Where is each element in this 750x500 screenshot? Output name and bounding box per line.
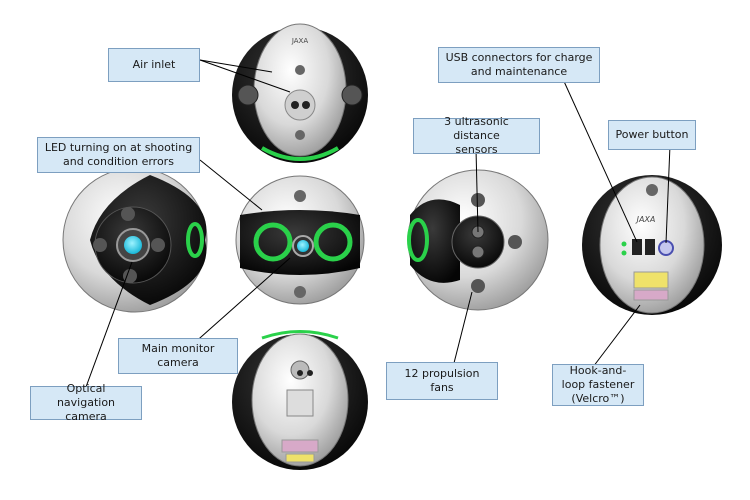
leader-lines <box>85 59 671 388</box>
label-air-inlet: Air inlet <box>108 48 200 82</box>
leader-power <box>665 144 671 244</box>
leader-optical-nav <box>85 261 133 388</box>
drone-back-view: JAXA <box>582 175 722 315</box>
leader-air-inlet-2 <box>199 59 291 93</box>
label-main-camera: Main monitor camera <box>118 338 238 374</box>
drone-bottom-view <box>232 330 368 470</box>
label-hook-loop: Hook-and- loop fastener (Velcro™) <box>552 364 644 406</box>
drone-front-view <box>235 175 365 305</box>
leader-ultrasonic <box>475 148 479 233</box>
leader-hook-loop <box>592 304 641 368</box>
drone-optical-nav-view <box>62 167 208 313</box>
leader-main-camera <box>191 257 291 346</box>
jaxa-logo-back: JAXA <box>635 215 656 224</box>
label-power-button: Power button <box>608 120 696 150</box>
jaxa-logo-top: JAXA <box>291 37 309 45</box>
label-usb-connectors: USB connectors for charge and maintenanc… <box>438 47 600 83</box>
leader-air-inlet <box>199 59 273 73</box>
drone-ultrasonic-view <box>407 169 549 311</box>
leader-usb <box>561 76 638 243</box>
label-propulsion-fans: 12 propulsion fans <box>386 362 498 400</box>
drone-top-view: JAXA <box>232 23 368 163</box>
label-ultrasonic: 3 ultrasonic distance sensors <box>413 115 540 156</box>
label-led: LED turning on at shooting and condition… <box>37 137 200 173</box>
label-optical-nav: Optical navigation camera <box>30 382 142 423</box>
leader-led <box>199 159 263 211</box>
leader-propulsion <box>452 291 473 368</box>
